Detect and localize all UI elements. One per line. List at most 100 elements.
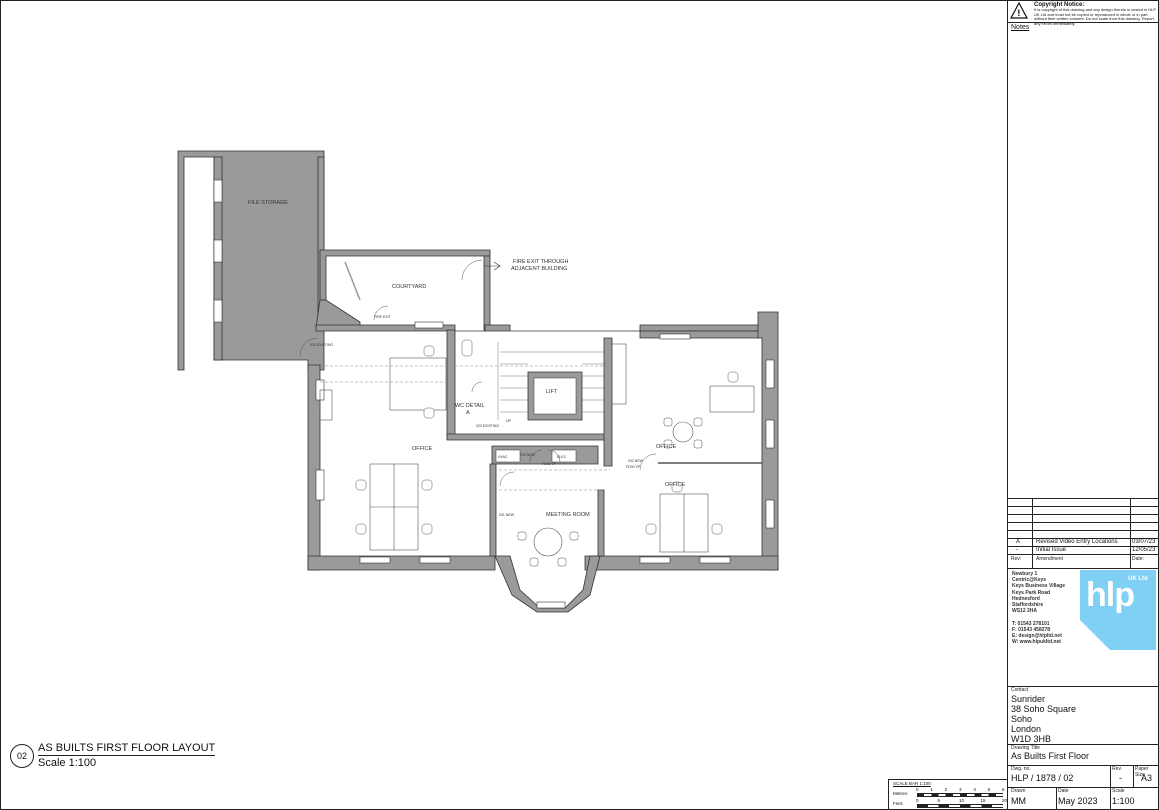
label-meeting-room: MEETING ROOM [546,512,590,518]
chair [421,479,433,491]
label-lift: LIFT [546,389,558,395]
wall-main-bottom-left [307,555,496,571]
paper-label: Paper Size [1135,766,1149,778]
wall-bay [494,555,601,613]
label-elec: ELEC [557,455,567,459]
wall-meeting-left [489,463,497,557]
date-value: May 2023 [1058,796,1098,806]
rev-row-1-rev: A [1016,539,1021,545]
window [213,299,223,323]
scale-label: Scale [1112,788,1125,794]
client-line: London [1011,724,1042,734]
chair [517,531,527,541]
hlp-logo: hlp UK Ltd [1080,570,1156,650]
wall-courtyard-right [483,255,491,331]
title-block: ! Copyright Notice: It is copyright of t… [1007,0,1158,809]
cabinet [319,389,333,421]
chair [423,345,435,357]
drawing-title: AS BUILTS FIRST FLOOR LAYOUT [38,742,216,756]
client-line: W1D 3HB [1011,734,1052,744]
chair [557,557,567,567]
wall-main-top [315,324,761,332]
address-line: Hednesford [1012,595,1040,602]
address-line: Keys Business Village [1012,583,1065,590]
door-swing [373,305,389,321]
wall-core-left [446,329,456,439]
address-line: Centric@Keys [1012,577,1047,584]
drawing-number-badge: 02 [10,744,34,768]
contact-label: Contact [1011,687,1029,693]
label-door-031: 031 NEW [499,513,515,517]
rev-label: Rev. [1112,766,1122,772]
wall-meeting-right [597,489,605,557]
wall-core-bottom [446,433,611,441]
wall-main-bottom-right [584,555,779,571]
window [699,556,731,564]
desk [709,385,755,413]
scale-tick-label: 3 [959,787,962,792]
wall-stair-right [603,337,613,467]
label-fire-exit-note-2: ADJACENT BUILDING [511,266,567,272]
door-swing [461,259,483,281]
drawn-label: Drawn [1011,788,1026,794]
label-file-storage: FILE STORAGE [248,200,288,206]
round-table [672,421,694,443]
scale-tick-label: 6 [1002,787,1005,792]
hvac-room [495,449,521,463]
floor-plan: FILE STORAGE COURTYARD FIRE EXIT THROUGH… [177,150,779,613]
dwg-no-label: Dwg. no. [1011,766,1031,772]
desk [389,357,447,411]
chair [693,417,703,427]
window [414,321,444,329]
wall-courtyard-top [319,249,491,301]
window [359,556,391,564]
rev-value: - [1119,773,1122,783]
drawing-scale: Scale 1:100 [38,757,97,769]
chair [663,417,673,427]
label-courtyard: COURTYARD [392,284,426,290]
rev-header-date: Date: [1132,556,1144,562]
scale-bar-line [917,804,1003,808]
address-line: T: 01543 278101 [1012,620,1050,627]
window [315,469,325,501]
scale-value: 1:100 [1112,796,1135,806]
label-office-left: OFFICE [412,446,432,452]
label-office-right-top: OFFICE [656,444,676,450]
warning-icon: ! [1010,1,1030,22]
meeting-table [533,527,563,557]
client-line: 38 Soho Square [1011,704,1077,714]
date-label: Date [1058,788,1069,794]
scale-tick-label: 0 [916,798,919,803]
chair [421,523,433,535]
window [213,179,223,203]
scale-bar-line [917,793,1003,797]
door-swing [529,449,543,463]
label-door-033: 033 NEW [520,453,536,457]
chair [663,439,673,449]
storage-unit [611,343,627,405]
rev-header-amendment: Amendment [1036,556,1063,562]
scale-tick-label: 2 [944,787,948,792]
chair [569,531,579,541]
door-swing [499,471,515,487]
scale-bar-title: SCALE BAR 1:100 [893,781,931,786]
chair [671,481,683,493]
logo-text: hlp [1086,576,1135,614]
scale-tick-label: 0 [916,787,919,792]
rev-row-1-date: 03/07/23 [1132,539,1156,545]
drawing-title-label: Drawing Title [1011,745,1040,751]
rev-header-rev: Rev: [1011,556,1022,562]
label-wc-detail-a: A [466,410,470,416]
address-line: W: www.hlpukltd.net [1012,639,1061,646]
paper-value: A3 [1141,773,1153,783]
label-up: UP [506,419,512,423]
address-line: WS12 2HA [1012,608,1038,615]
rev-row-2-amendment: Initial Issue [1036,547,1067,553]
label-fire-exit: FIRE EXIT [374,315,392,319]
address-line: E: design@hlpltd.net [1012,633,1062,640]
dwg-no-value: HLP / 1878 / 02 [1011,773,1074,783]
label-hvac: HVAC [498,455,508,459]
notes-heading: Notes [1011,24,1030,31]
